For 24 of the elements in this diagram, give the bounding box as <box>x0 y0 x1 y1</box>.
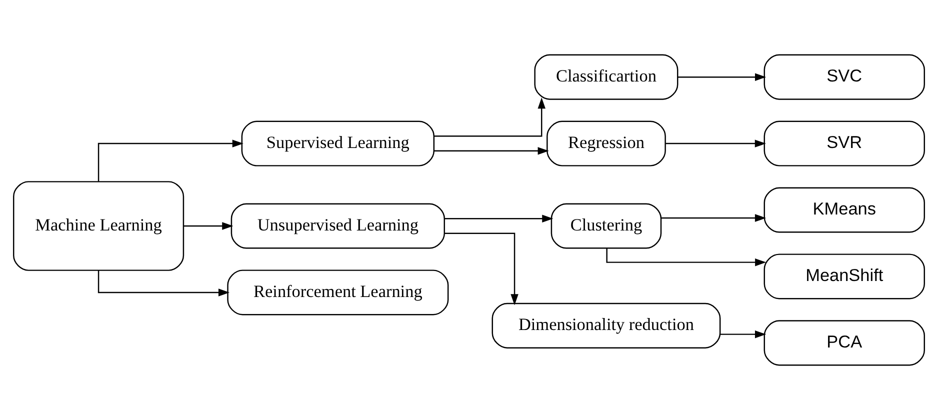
arrow <box>661 214 766 222</box>
arrow <box>184 222 234 230</box>
arrow <box>98 139 244 181</box>
node-box: Reinforcement Learning <box>227 269 449 315</box>
arrow <box>666 139 766 147</box>
node-box: KMeans <box>764 186 925 232</box>
node-box: Supervised Learning <box>241 120 435 166</box>
node-box: Dimensionality reduction <box>492 302 721 348</box>
node-box: MeanShift <box>764 253 925 299</box>
arrow <box>434 97 546 136</box>
arrow <box>434 146 549 154</box>
node-box: Regression <box>546 120 666 166</box>
node-box: Clustering <box>550 202 662 248</box>
arrow <box>444 214 554 222</box>
node-box: SVR <box>764 120 925 166</box>
arrow <box>720 330 766 338</box>
node-box: Unsupervised Learning <box>230 202 445 248</box>
node-box: Machine Learning <box>13 180 184 270</box>
arrow <box>444 232 518 305</box>
node-box: Classificartion <box>534 54 678 100</box>
node-box: PCA <box>764 320 925 366</box>
arrow <box>98 270 230 296</box>
node-box: SVC <box>764 54 925 100</box>
arrow <box>678 72 766 80</box>
